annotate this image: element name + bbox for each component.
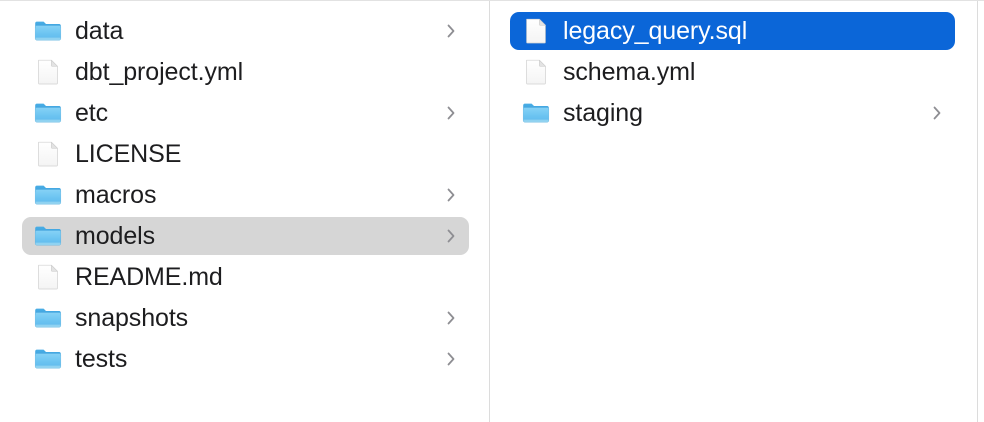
document-icon [33, 139, 63, 169]
item-label: models [75, 222, 155, 250]
folder-icon [33, 221, 63, 251]
file-row[interactable]: dbt_project.yml [22, 53, 469, 91]
folder-icon [33, 98, 63, 128]
folder-row[interactable]: data [22, 12, 469, 50]
browser-column-2[interactable]: legacy_query.sql schema.yml staging [490, 1, 978, 422]
item-label: etc [75, 99, 109, 127]
file-row[interactable]: schema.yml [510, 53, 955, 91]
document-icon [521, 16, 551, 46]
folder-icon [33, 344, 63, 374]
chevron-right-icon[interactable] [445, 103, 457, 123]
item-label: README.md [75, 263, 223, 291]
document-icon [521, 57, 551, 87]
folder-row[interactable]: models [22, 217, 469, 255]
chevron-right-icon[interactable] [445, 349, 457, 369]
folder-icon [33, 16, 63, 46]
item-label: schema.yml [563, 58, 696, 86]
file-row[interactable]: LICENSE [22, 135, 469, 173]
item-label: snapshots [75, 304, 189, 332]
chevron-right-icon[interactable] [445, 226, 457, 246]
item-label: tests [75, 345, 128, 373]
chevron-right-icon[interactable] [931, 103, 943, 123]
chevron-right-icon[interactable] [445, 308, 457, 328]
browser-column-1[interactable]: data dbt_project.yml etc [0, 1, 490, 422]
file-row[interactable]: legacy_query.sql [510, 12, 955, 50]
folder-icon [33, 180, 63, 210]
folder-row[interactable]: staging [510, 94, 955, 132]
folder-icon [33, 303, 63, 333]
document-icon [33, 262, 63, 292]
item-label: legacy_query.sql [563, 17, 748, 45]
folder-row[interactable]: etc [22, 94, 469, 132]
item-label: staging [563, 99, 643, 127]
folder-row[interactable]: tests [22, 340, 469, 378]
item-label: LICENSE [75, 140, 182, 168]
folder-icon [521, 98, 551, 128]
document-icon [33, 57, 63, 87]
folder-row[interactable]: macros [22, 176, 469, 214]
item-label: macros [75, 181, 157, 209]
chevron-right-icon[interactable] [445, 21, 457, 41]
chevron-right-icon[interactable] [445, 185, 457, 205]
folder-row[interactable]: snapshots [22, 299, 469, 337]
item-label: dbt_project.yml [75, 58, 244, 86]
file-row[interactable]: README.md [22, 258, 469, 296]
item-label: data [75, 17, 124, 45]
